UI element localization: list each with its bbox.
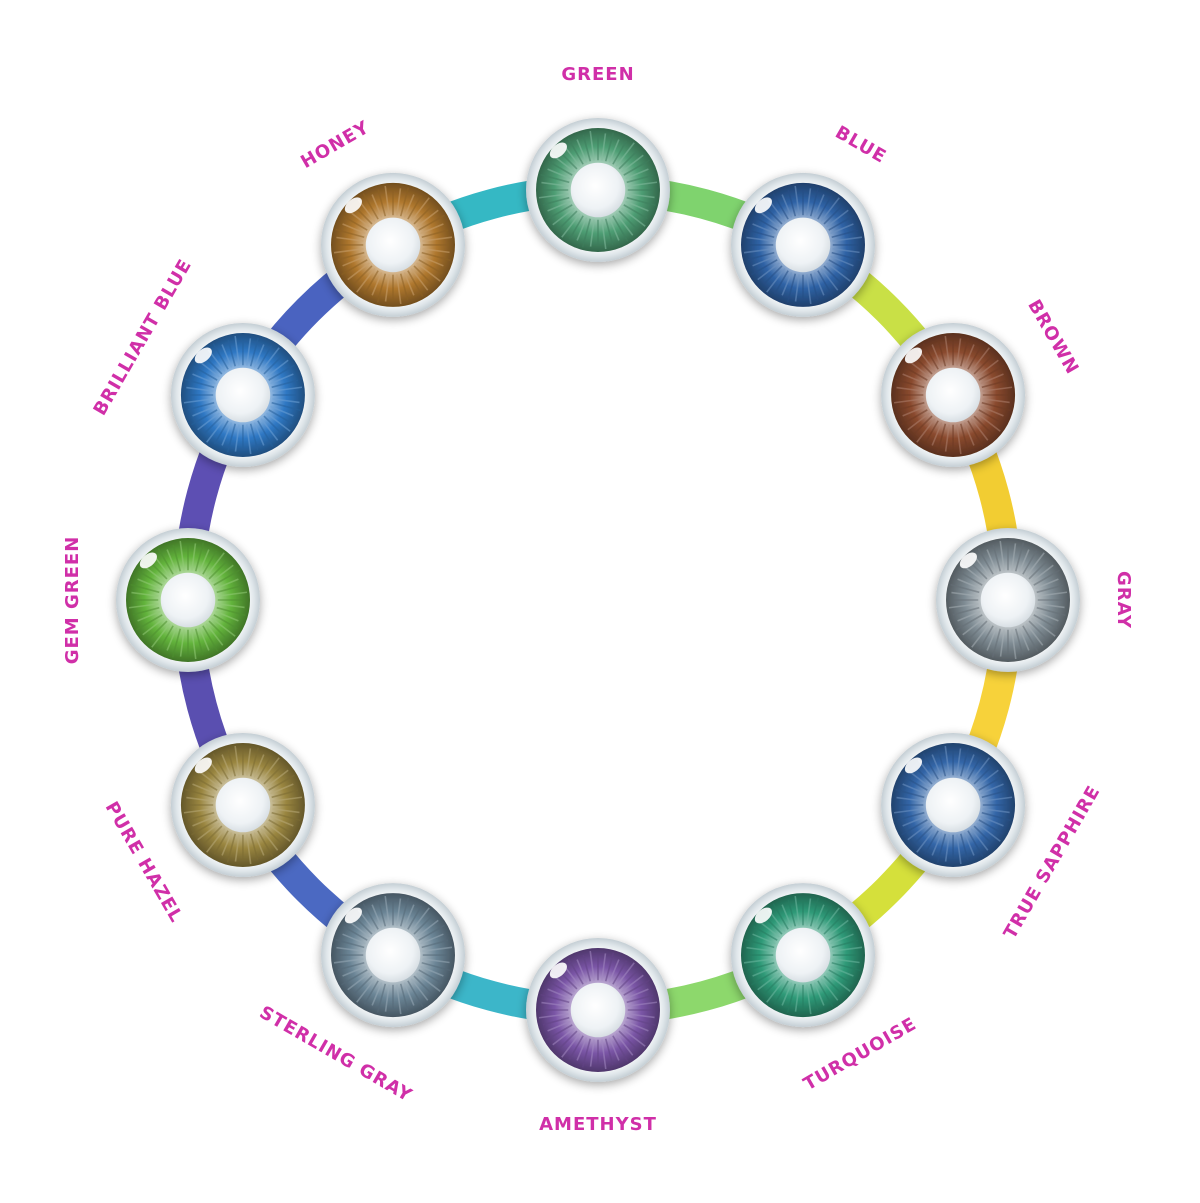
lens-label: GEM GREEN (62, 536, 83, 665)
lens-center (775, 217, 831, 273)
lens-center (570, 162, 626, 218)
lens-center (570, 982, 626, 1038)
lens-center (160, 572, 216, 628)
lens-center (215, 367, 271, 423)
lens-amethyst (526, 938, 670, 1082)
lens-label: AMETHYST (539, 1114, 657, 1135)
lens-turquoise (731, 883, 875, 1028)
lens-blue (731, 172, 875, 317)
lens-pure-hazel (170, 733, 315, 877)
lens-sterling-gray (321, 883, 465, 1028)
lens-center (215, 777, 271, 833)
lens-true-sapphire (881, 733, 1026, 877)
lens-brown (881, 323, 1026, 467)
lens-center (775, 927, 831, 983)
lens-center (925, 777, 981, 833)
lens-label: TURQUOISE (800, 1013, 920, 1095)
lens-label: HONEY (297, 117, 373, 173)
lens-label: BLUE (831, 122, 890, 168)
lens-label: GREEN (561, 64, 634, 85)
lens-center (365, 927, 421, 983)
lens-honey (321, 172, 465, 317)
lens-green (526, 118, 670, 262)
lens-label: GRAY (1113, 571, 1134, 629)
lens-center (365, 217, 421, 273)
lens-center (925, 367, 981, 423)
lens-gray (936, 528, 1080, 672)
lens-brilliant-blue (170, 323, 315, 467)
lens-center (980, 572, 1036, 628)
lens-label: BROWN (1023, 296, 1083, 378)
lens-gem-green (116, 528, 260, 672)
